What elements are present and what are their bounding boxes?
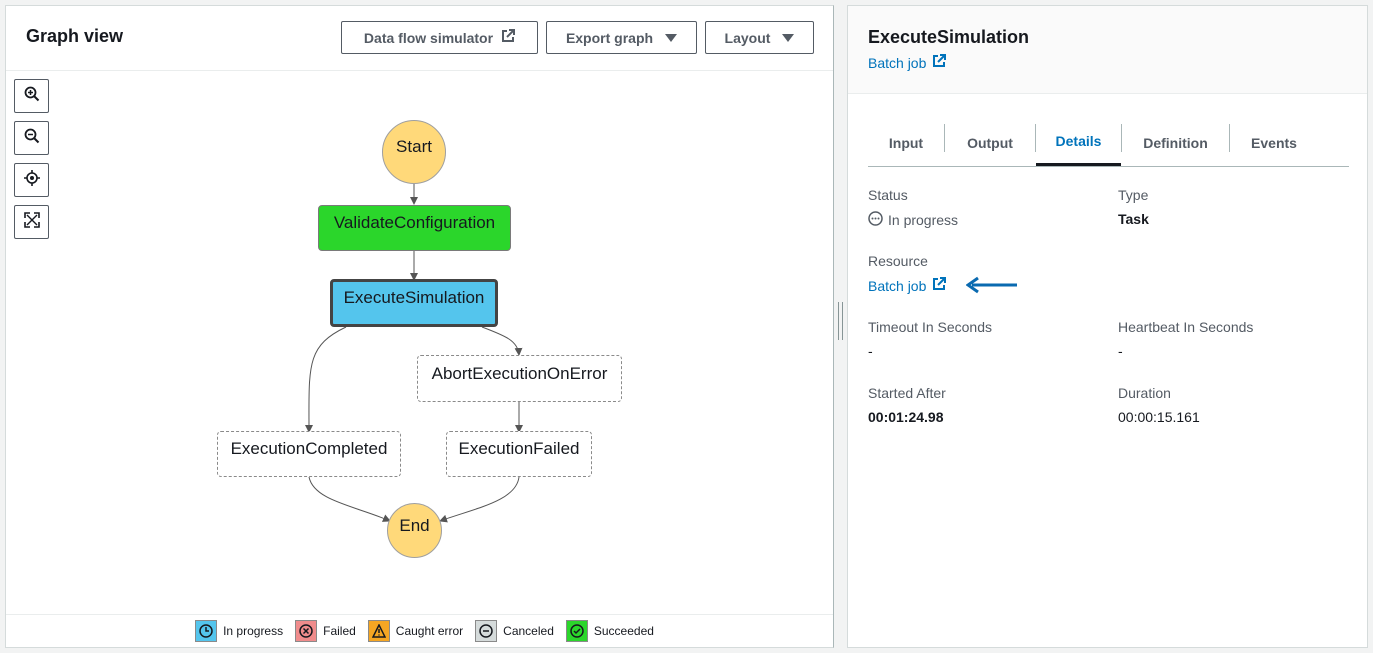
type-label: Type bbox=[1118, 187, 1149, 203]
page-title: Graph view bbox=[26, 26, 124, 46]
started-after-value: 00:01:24.98 bbox=[868, 409, 944, 425]
check-circle-icon bbox=[565, 620, 588, 642]
layout-label: Layout bbox=[724, 29, 771, 46]
locate-icon bbox=[23, 169, 40, 191]
tab-label: Details bbox=[1055, 133, 1102, 149]
state-title: ExecuteSimulation bbox=[868, 27, 1030, 47]
graph-panel-header: Graph view Data flow simulator Export gr… bbox=[6, 6, 833, 71]
tab-label: Input bbox=[888, 134, 924, 151]
execute-simulation-label: ExecuteSimulation bbox=[343, 288, 485, 307]
legend-label: Succeeded bbox=[593, 624, 654, 638]
fit-to-screen-button[interactable] bbox=[14, 205, 49, 239]
tab-separator bbox=[1035, 124, 1036, 152]
tab-input[interactable]: Input bbox=[868, 119, 944, 166]
legend-label: In progress bbox=[223, 624, 284, 638]
state-machine-graph: Start ValidateConfiguration ExecuteSimul… bbox=[6, 6, 835, 606]
arrow-left-icon bbox=[965, 276, 1018, 299]
validate-configuration-label: ValidateConfiguration bbox=[333, 213, 496, 232]
graph-panel: Graph view Data flow simulator Export gr… bbox=[5, 5, 834, 648]
heartbeat-label: Heartbeat In Seconds bbox=[1118, 319, 1254, 335]
tab-events[interactable]: Events bbox=[1230, 119, 1318, 166]
start-node[interactable]: Start bbox=[382, 120, 446, 184]
execution-failed-label: ExecutionFailed bbox=[458, 439, 580, 458]
external-link-icon bbox=[932, 54, 947, 71]
started-after-label: Started After bbox=[868, 385, 946, 401]
x-circle-icon bbox=[295, 620, 318, 642]
abort-execution-node[interactable]: AbortExecutionOnError bbox=[417, 355, 622, 402]
center-graph-button[interactable] bbox=[14, 163, 49, 197]
tab-label: Events bbox=[1251, 134, 1297, 151]
minus-circle-icon bbox=[475, 620, 498, 642]
data-flow-simulator-label: Data flow simulator bbox=[363, 29, 494, 46]
duration-label: Duration bbox=[1118, 385, 1171, 401]
tab-label: Definition bbox=[1143, 134, 1208, 151]
caret-down-icon bbox=[665, 33, 678, 42]
panel-divider bbox=[834, 0, 847, 653]
tab-output[interactable]: Output bbox=[945, 119, 1035, 166]
timeout-value: - bbox=[868, 343, 873, 359]
resource-batch-job-link[interactable]: Batch job bbox=[868, 277, 947, 294]
status-label: Status bbox=[868, 187, 908, 203]
legend-item-in-progress: In progress bbox=[195, 620, 283, 642]
tab-separator bbox=[1121, 124, 1122, 152]
type-value: Task bbox=[1118, 211, 1149, 227]
legend-label: Caught error bbox=[395, 624, 464, 638]
zoom-out-icon bbox=[24, 128, 40, 149]
tab-label: Output bbox=[967, 134, 1013, 151]
details-panel: ExecuteSimulation Batch job Input Output… bbox=[847, 5, 1368, 648]
legend-label: Canceled bbox=[503, 624, 554, 638]
execute-simulation-node[interactable]: ExecuteSimulation bbox=[330, 279, 498, 327]
zoom-in-button[interactable] bbox=[14, 79, 49, 113]
abort-execution-label: AbortExecutionOnError bbox=[431, 363, 608, 383]
tab-separator bbox=[1229, 124, 1230, 152]
clock-icon bbox=[195, 620, 218, 642]
execution-completed-node[interactable]: ExecutionCompleted bbox=[217, 431, 401, 477]
layout-button[interactable]: Layout bbox=[705, 21, 814, 54]
legend-label: Failed bbox=[323, 624, 356, 638]
status-legend: In progress Failed Caught error Canceled… bbox=[6, 614, 833, 647]
tab-separator bbox=[944, 124, 945, 152]
execution-failed-node[interactable]: ExecutionFailed bbox=[446, 431, 592, 477]
in-progress-icon bbox=[868, 211, 883, 229]
status-text: In progress bbox=[888, 212, 959, 228]
export-graph-button[interactable]: Export graph bbox=[546, 21, 697, 54]
execution-completed-label: ExecutionCompleted bbox=[230, 439, 388, 458]
duration-value: 00:00:15.161 bbox=[1118, 409, 1200, 425]
timeout-label: Timeout In Seconds bbox=[868, 319, 992, 335]
legend-item-succeeded: Succeeded bbox=[565, 620, 654, 642]
details-panel-header: ExecuteSimulation Batch job bbox=[848, 6, 1367, 94]
resource-batch-job-label: Batch job bbox=[868, 277, 927, 294]
export-graph-label: Export graph bbox=[565, 29, 654, 46]
zoom-out-button[interactable] bbox=[14, 121, 49, 155]
legend-item-failed: Failed bbox=[295, 620, 356, 642]
start-node-label: Start bbox=[396, 137, 432, 156]
caret-down-icon bbox=[782, 33, 795, 42]
graph-edges bbox=[304, 184, 523, 523]
data-flow-simulator-button[interactable]: Data flow simulator bbox=[341, 21, 538, 54]
legend-item-caught-error: Caught error bbox=[367, 620, 464, 642]
tab-details[interactable]: Details bbox=[1036, 119, 1121, 166]
details-tabs: Input Output Details Definition Events bbox=[868, 119, 1349, 167]
external-link-icon bbox=[932, 277, 947, 294]
header-batch-job-label: Batch job bbox=[868, 54, 927, 71]
end-node[interactable]: End bbox=[387, 503, 442, 558]
validate-configuration-node[interactable]: ValidateConfiguration bbox=[318, 205, 511, 251]
end-node-label: End bbox=[399, 515, 430, 535]
status-value: In progress bbox=[868, 211, 958, 229]
zoom-in-icon bbox=[24, 86, 40, 107]
resize-handle[interactable] bbox=[838, 302, 843, 340]
tab-definition[interactable]: Definition bbox=[1122, 119, 1229, 166]
resource-label: Resource bbox=[868, 253, 928, 269]
heartbeat-value: - bbox=[1118, 343, 1123, 359]
header-batch-job-link[interactable]: Batch job bbox=[868, 54, 947, 71]
external-link-icon bbox=[501, 29, 516, 46]
warning-icon bbox=[367, 620, 390, 642]
fit-screen-icon bbox=[23, 211, 40, 233]
legend-item-canceled: Canceled bbox=[475, 620, 554, 642]
